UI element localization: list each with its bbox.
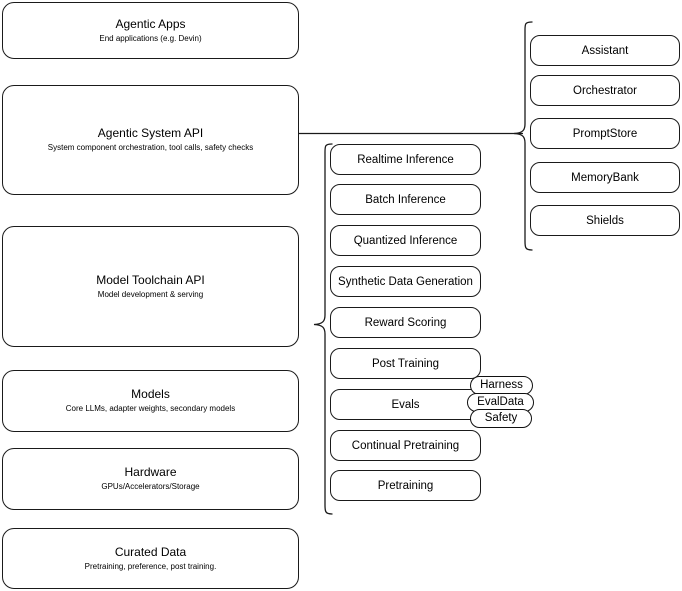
capability-label: Post Training — [371, 357, 440, 370]
capability-box-pretraining[interactable]: Pretraining — [330, 470, 481, 501]
component-label: MemoryBank — [571, 171, 639, 184]
component-box-memorybank[interactable]: MemoryBank — [530, 162, 680, 193]
layer-title: Agentic Apps — [115, 16, 186, 31]
component-label: Orchestrator — [573, 84, 637, 97]
layer-box-model-toolchain-api[interactable]: Model Toolchain API Model development & … — [2, 226, 299, 347]
capability-box-post-training[interactable]: Post Training — [330, 348, 481, 379]
eval-tag-label: EvalData — [477, 396, 524, 408]
eval-tag-label: Harness — [480, 379, 523, 391]
layer-box-models[interactable]: Models Core LLMs, adapter weights, secon… — [2, 370, 299, 432]
capability-box-evals[interactable]: Evals — [330, 389, 481, 420]
capability-label: Quantized Inference — [353, 234, 458, 247]
capability-label: Reward Scoring — [364, 316, 447, 329]
component-label: PromptStore — [572, 127, 638, 140]
layer-box-hardware[interactable]: Hardware GPUs/Accelerators/Storage — [2, 448, 299, 510]
component-box-orchestrator[interactable]: Orchestrator — [530, 75, 680, 106]
capability-box-synthetic-data-generation[interactable]: Synthetic Data Generation — [330, 266, 481, 297]
layer-subtitle: Core LLMs, adapter weights, secondary mo… — [65, 404, 236, 413]
layer-box-agentic-apps[interactable]: Agentic Apps End applications (e.g. Devi… — [2, 2, 299, 59]
capability-label: Batch Inference — [365, 193, 446, 206]
layer-title: Models — [131, 387, 170, 401]
component-label: Shields — [586, 214, 624, 227]
component-box-assistant[interactable]: Assistant — [530, 35, 680, 66]
component-box-promptstore[interactable]: PromptStore — [530, 118, 680, 149]
layer-title: Curated Data — [114, 544, 187, 559]
capability-box-batch-inference[interactable]: Batch Inference — [330, 184, 481, 215]
component-box-shields[interactable]: Shields — [530, 205, 680, 236]
capability-label: Realtime Inference — [357, 153, 454, 166]
eval-tag-label: Safety — [484, 412, 518, 424]
capability-box-continual-pretraining[interactable]: Continual Pretraining — [330, 430, 481, 461]
component-label: Assistant — [581, 44, 629, 57]
capability-box-reward-scoring[interactable]: Reward Scoring — [330, 307, 481, 338]
layer-box-curated-data[interactable]: Curated Data Pretraining, preference, po… — [2, 528, 299, 589]
layer-subtitle: End applications (e.g. Devin) — [99, 33, 202, 43]
layer-subtitle: Pretraining, preference, post training. — [84, 561, 217, 571]
capability-label: Continual Pretraining — [351, 439, 460, 452]
layer-subtitle: GPUs/Accelerators/Storage — [101, 482, 200, 491]
layer-box-agentic-system-api[interactable]: Agentic System API System component orch… — [2, 85, 299, 195]
layer-title: Hardware — [124, 465, 177, 479]
layer-title: Agentic System API — [97, 126, 204, 140]
layer-title: Model Toolchain API — [96, 272, 205, 287]
layer-subtitle: Model development & serving — [97, 289, 204, 299]
capability-box-realtime-inference[interactable]: Realtime Inference — [330, 144, 481, 175]
capability-box-quantized-inference[interactable]: Quantized Inference — [330, 225, 481, 256]
eval-tag-safety[interactable]: Safety — [470, 409, 532, 428]
connector-system-api-to-components — [298, 132, 523, 135]
capability-label: Synthetic Data Generation — [338, 275, 473, 288]
capability-label: Pretraining — [377, 479, 434, 492]
layer-subtitle: System component orchestration, tool cal… — [47, 143, 254, 152]
capability-label: Evals — [391, 398, 420, 411]
